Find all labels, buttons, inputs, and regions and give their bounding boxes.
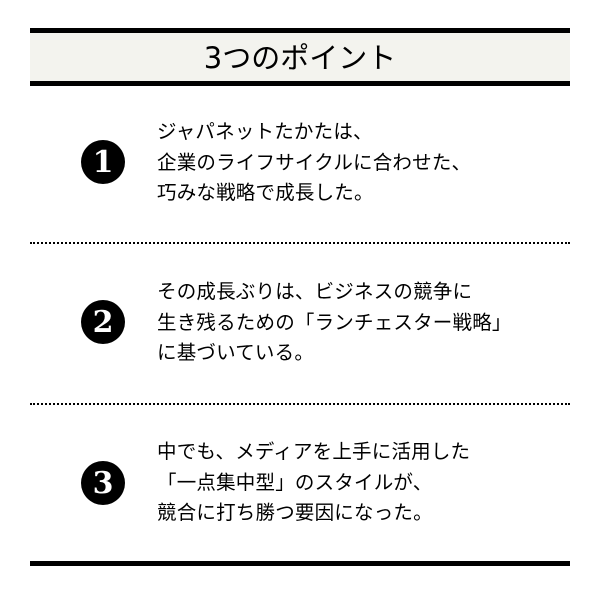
text-line: 生き残るための「ランチェスター戦略」 [157,310,512,334]
bottom-rule [30,561,570,566]
badge-number: 3 [92,465,114,501]
text-line: その成長ぶりは、ビジネスの競争に [157,280,473,303]
text-line: 「一点集中型」のスタイルが、 [157,470,433,494]
badge-number: 2 [92,304,114,340]
page-title: 3つのポイント [203,40,397,75]
number-badge-1-icon: 1 [81,140,125,184]
dotted-divider-2 [30,403,570,405]
point-1-text: ジャパネットたかたは、 企業のライフサイクルに合わせた、 巧みな戦略で成長した。 [157,117,471,209]
point-2-text: その成長ぶりは、ビジネスの競争に 生き残るための「ランチェスター戦略」 に基づい… [157,277,512,369]
point-3-text: 中でも、メディアを上手に活用した 「一点集中型」のスタイルが、 競合に打ち勝つ要… [157,437,470,529]
header-banner: 3つのポイント [30,28,570,86]
number-badge-2-icon: 2 [81,300,125,344]
text-line: 中でも、メディアを上手に活用した [157,440,471,463]
text-line: に基づいている。 [157,341,315,365]
text-line: 企業のライフサイクルに合わせた、 [157,150,472,174]
badge-number: 1 [92,144,114,180]
text-line: 巧みな戦略で成長した。 [157,181,374,205]
number-badge-3-icon: 3 [81,461,125,505]
text-line: ジャパネットたかたは、 [157,120,373,143]
dotted-divider-1 [30,242,570,244]
text-line: 競合に打ち勝つ要因になった。 [157,501,433,525]
